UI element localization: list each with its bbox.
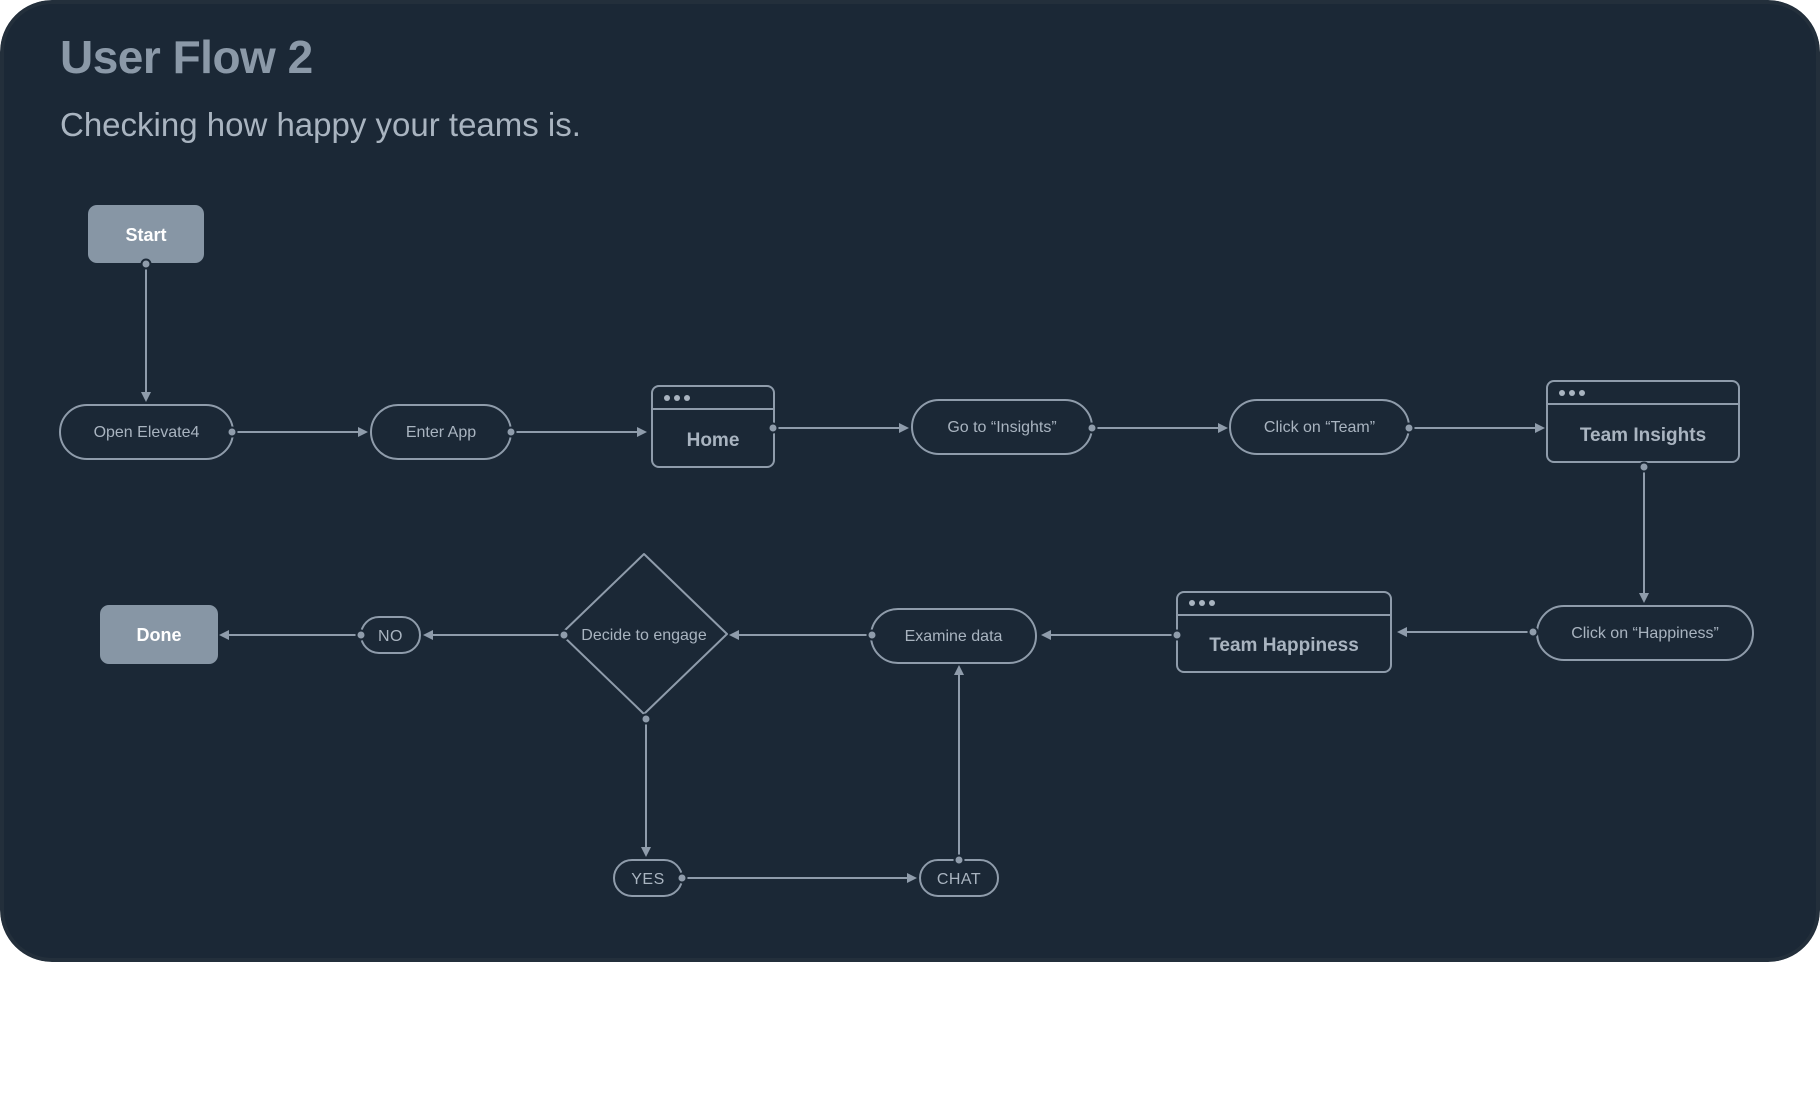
window-dot-icon: [1199, 600, 1205, 606]
window-dot-icon: [674, 395, 680, 401]
card-background: [0, 0, 1820, 962]
node-start: Start: [88, 205, 204, 263]
connection-handle-icon: [1403, 422, 1415, 434]
node-no: NO: [360, 616, 421, 654]
node-click-on-happiness-label: Click on “Happiness”: [1571, 625, 1719, 642]
node-done: Done: [100, 605, 218, 664]
flow-card: User Flow 2 Checking how happy your team…: [0, 0, 1820, 962]
node-open-elevate4-label: Open Elevate4: [94, 424, 200, 441]
window-dot-icon: [684, 395, 690, 401]
node-team-insights: Team Insights: [1546, 380, 1740, 463]
node-start-label: Start: [125, 225, 166, 245]
node-go-to-insights: Go to “Insights”: [911, 399, 1093, 455]
connection-handle-icon: [1638, 461, 1650, 473]
node-home-label: Home: [687, 430, 740, 451]
node-click-on-happiness: Click on “Happiness”: [1536, 605, 1754, 661]
node-decide-to-engage-label: Decide to engage: [581, 627, 707, 644]
connection-handle-icon: [1086, 422, 1098, 434]
node-team-insights-label: Team Insights: [1580, 425, 1706, 446]
connection-handle-icon: [558, 629, 570, 641]
node-go-to-insights-label: Go to “Insights”: [947, 419, 1056, 436]
connection-handle-icon: [953, 854, 965, 866]
node-open-elevate4: Open Elevate4: [59, 404, 234, 460]
connection-handle-icon: [355, 629, 367, 641]
node-examine-data: Examine data: [870, 608, 1037, 664]
connection-handles: [140, 258, 1650, 884]
connection-handle-icon: [505, 426, 517, 438]
node-no-label: NO: [378, 628, 403, 645]
connection-handle-icon: [866, 629, 878, 641]
connection-handle-icon: [140, 258, 152, 270]
page-title: User Flow 2: [60, 31, 313, 83]
node-yes: YES: [613, 859, 683, 897]
connection-handle-icon: [1527, 626, 1539, 638]
connection-handle-icon: [1171, 629, 1183, 641]
connection-handle-icon: [676, 872, 688, 884]
page-subtitle: Checking how happy your teams is.: [60, 106, 581, 143]
node-enter-app: Enter App: [370, 404, 512, 460]
node-chat-label: CHAT: [937, 871, 981, 888]
connection-handle-icon: [226, 426, 238, 438]
window-dot-icon: [1569, 390, 1575, 396]
connectors: [141, 265, 1649, 883]
window-dot-icon: [1559, 390, 1565, 396]
node-click-on-team: Click on “Team”: [1229, 399, 1410, 455]
window-dot-icon: [1579, 390, 1585, 396]
node-yes-label: YES: [631, 871, 665, 888]
node-decide-to-engage: Decide to engage: [560, 553, 728, 715]
window-dot-icon: [1209, 600, 1215, 606]
node-home: Home: [651, 385, 775, 468]
node-click-on-team-label: Click on “Team”: [1264, 419, 1375, 436]
connection-handle-icon: [767, 422, 779, 434]
node-team-happiness: Team Happiness: [1176, 591, 1392, 673]
user-flow-diagram: Start Open Elevate4 Enter App Home Go to…: [59, 205, 1754, 897]
node-team-happiness-label: Team Happiness: [1209, 635, 1359, 656]
window-dot-icon: [1189, 600, 1195, 606]
node-enter-app-label: Enter App: [406, 424, 476, 441]
node-done-label: Done: [137, 625, 182, 645]
window-dot-icon: [664, 395, 670, 401]
node-examine-data-label: Examine data: [905, 628, 1003, 645]
connection-handle-icon: [640, 713, 652, 725]
